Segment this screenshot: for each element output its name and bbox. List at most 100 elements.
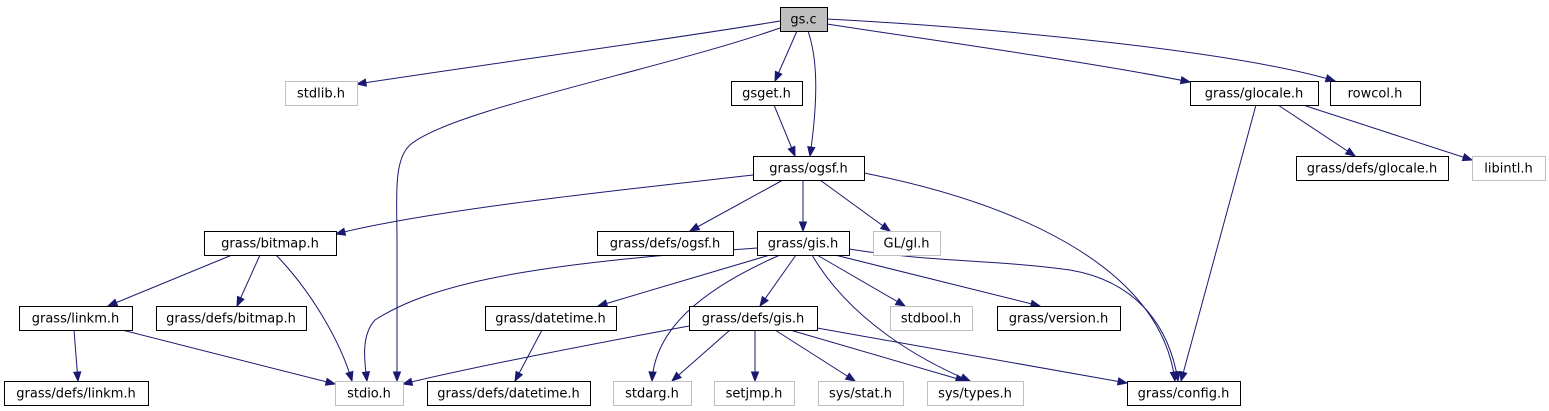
node-libintl-h[interactable]: libintl.h xyxy=(1472,156,1546,181)
node-label: grass/defs/datetime.h xyxy=(437,387,580,402)
edge-gs-c-to-grass-glocale-h xyxy=(826,23,1192,85)
edge-grass-ogsf-h-to-grass-config-h xyxy=(863,172,1179,383)
edge-grass-linkm-h-to-grass-defs-linkm-h xyxy=(73,329,82,383)
node-box xyxy=(19,306,133,331)
edge-gs-c-to-stdio-h xyxy=(392,27,781,383)
node-label: stdarg.h xyxy=(625,387,679,402)
edge-grass-defs-gis-h-to-sys-types-h xyxy=(789,329,967,383)
arrowhead xyxy=(750,371,760,383)
edge-grass-glocale-h-to-grass-config-h xyxy=(1179,104,1257,383)
edge-grass-gis-h-to-stdbool-h xyxy=(816,254,907,307)
node-grass-glocale-h[interactable]: grass/glocale.h xyxy=(1190,81,1319,106)
node-label: grass/defs/glocale.h xyxy=(1307,162,1437,177)
node-box xyxy=(1127,381,1241,406)
node-label: gs.c xyxy=(790,13,816,28)
edge-grass-gis-h-to-grass-version-h xyxy=(834,254,1042,308)
edge-grass-gis-h-to-stdio-h xyxy=(361,247,758,383)
node-grass-version-h[interactable]: grass/version.h xyxy=(997,306,1121,331)
node-grass-defs-gis-h[interactable]: grass/defs/gis.h xyxy=(689,306,818,331)
edge-grass-glocale-h-to-libintl-h xyxy=(1302,104,1474,162)
node-box xyxy=(818,381,904,406)
node-stdlib-h[interactable]: stdlib.h xyxy=(285,81,358,106)
node-setjmp-h[interactable]: setjmp.h xyxy=(714,381,795,406)
arrowhead xyxy=(361,371,371,383)
node-gl-gl-h[interactable]: GL/gl.h xyxy=(873,231,941,256)
node-grass-bitmap-h[interactable]: grass/bitmap.h xyxy=(204,231,337,256)
node-box xyxy=(427,381,591,406)
node-box xyxy=(204,231,337,256)
node-label: grass/ogsf.h xyxy=(769,162,847,177)
arrowhead xyxy=(345,370,354,383)
arrowhead xyxy=(1461,153,1474,162)
node-grass-ogsf-h[interactable]: grass/ogsf.h xyxy=(753,156,865,181)
node-sys-stat-h[interactable]: sys/stat.h xyxy=(818,381,904,406)
node-box xyxy=(1330,81,1421,106)
node-box xyxy=(285,81,358,106)
node-label: grass/datetime.h xyxy=(495,312,606,327)
node-stdio-h[interactable]: stdio.h xyxy=(335,381,404,406)
node-label: grass/defs/linkm.h xyxy=(16,387,136,402)
node-label: grass/config.h xyxy=(1138,387,1230,402)
arrowhead xyxy=(334,227,347,236)
edge-grass-defs-gis-h-to-setjmp-h xyxy=(750,330,760,383)
arrowhead xyxy=(355,78,368,87)
arrowhead xyxy=(1172,370,1181,383)
node-box xyxy=(757,231,850,256)
edge-gs-c-to-rowcol-h xyxy=(826,18,1337,83)
edge-grass-ogsf-h-to-grass-bitmap-h xyxy=(334,174,754,236)
arrowhead xyxy=(807,145,816,158)
node-grass-defs-linkm-h[interactable]: grass/defs/linkm.h xyxy=(4,381,149,406)
node-grass-defs-datetime-h[interactable]: grass/defs/datetime.h xyxy=(427,381,591,406)
edge-gs-c-to-gsget-h xyxy=(774,30,798,83)
arrowhead xyxy=(514,370,524,383)
arrowhead xyxy=(596,299,609,308)
edge-gs-c-to-stdlib-h xyxy=(355,20,781,87)
node-label: grass/glocale.h xyxy=(1205,87,1303,102)
node-grass-defs-ogsf-h[interactable]: grass/defs/ogsf.h xyxy=(597,231,734,256)
node-stdbool-h[interactable]: stdbool.h xyxy=(890,306,973,331)
node-grass-linkm-h[interactable]: grass/linkm.h xyxy=(19,306,133,331)
arrowhead xyxy=(1344,147,1357,157)
node-rowcol-h[interactable]: rowcol.h xyxy=(1330,81,1421,106)
node-box xyxy=(1296,156,1449,181)
node-grass-defs-glocale-h[interactable]: grass/defs/glocale.h xyxy=(1296,156,1449,181)
edge-grass-bitmap-h-to-stdio-h xyxy=(275,254,354,383)
node-label: libintl.h xyxy=(1484,162,1532,177)
node-label: gsget.h xyxy=(742,87,791,102)
edge-grass-defs-gis-h-to-stdarg-h xyxy=(670,329,731,382)
node-gs-c[interactable]: gs.c xyxy=(780,7,828,32)
node-label: setjmp.h xyxy=(726,387,783,402)
node-label: stdio.h xyxy=(347,387,391,402)
arrowhead xyxy=(1179,75,1192,85)
node-box xyxy=(927,381,1024,406)
node-label: grass/gis.h xyxy=(768,237,839,252)
node-gsget-h[interactable]: gsget.h xyxy=(731,81,803,106)
node-box xyxy=(689,306,818,331)
node-box xyxy=(890,306,973,331)
arrowhead xyxy=(392,371,402,383)
node-label: grass/defs/ogsf.h xyxy=(610,237,720,252)
node-grass-defs-bitmap-h[interactable]: grass/defs/bitmap.h xyxy=(156,306,307,331)
node-grass-gis-h[interactable]: grass/gis.h xyxy=(757,231,850,256)
node-box xyxy=(714,381,795,406)
node-sys-types-h[interactable]: sys/types.h xyxy=(927,381,1024,406)
node-grass-datetime-h[interactable]: grass/datetime.h xyxy=(485,306,617,331)
node-box xyxy=(485,306,617,331)
edge-grass-linkm-h-to-stdio-h xyxy=(121,329,337,386)
node-stdarg-h[interactable]: stdarg.h xyxy=(613,381,692,406)
node-label: sys/stat.h xyxy=(829,387,892,402)
arrowhead xyxy=(759,295,769,308)
edge-gsget-h-to-grass-ogsf-h xyxy=(773,104,796,158)
edge-grass-gis-h-to-grass-config-h xyxy=(848,248,1181,383)
node-box xyxy=(613,381,692,406)
edge-grass-ogsf-h-to-grass-defs-ogsf-h xyxy=(688,179,784,232)
node-grass-config-h[interactable]: grass/config.h xyxy=(1127,381,1241,406)
arrowhead xyxy=(1116,377,1129,386)
node-label: grass/version.h xyxy=(1009,312,1108,327)
node-box xyxy=(597,231,734,256)
node-box xyxy=(1190,81,1319,106)
node-label: grass/bitmap.h xyxy=(221,237,319,252)
node-label: grass/defs/gis.h xyxy=(702,312,804,327)
arrowhead xyxy=(844,372,857,382)
edge-grass-ogsf-h-to-grass-gis-h xyxy=(798,180,808,233)
